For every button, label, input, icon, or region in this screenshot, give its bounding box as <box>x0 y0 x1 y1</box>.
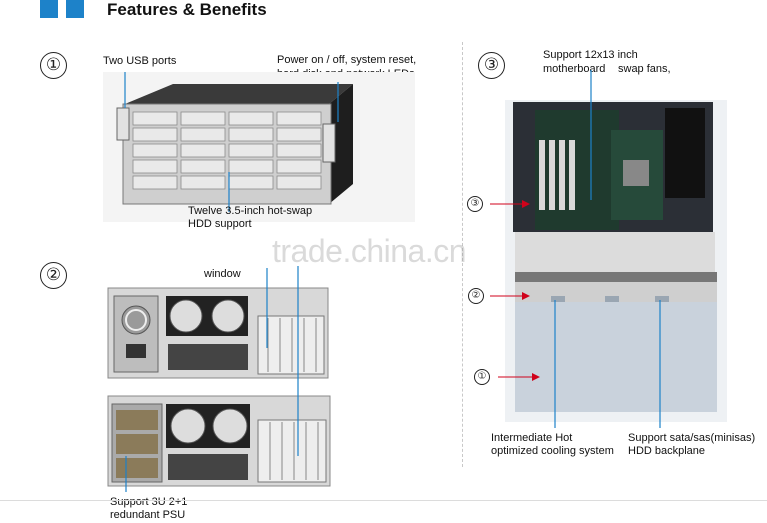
cooling-label-line1: Intermediate Hot <box>491 432 573 444</box>
arrow-3 <box>490 200 530 208</box>
marker-1: ① <box>474 369 490 385</box>
cooling-label-line2: optimized cooling system <box>491 445 614 457</box>
arrow-1 <box>498 373 540 381</box>
chassis-interior-image <box>505 70 727 428</box>
header-block-right <box>66 0 84 18</box>
hdd-label-line1: Twelve 3.5-inch hot-swap <box>188 205 313 217</box>
bottom-rule <box>0 500 767 501</box>
panel-2-number: ② <box>40 262 67 289</box>
backplane-label-line2: HDD backplane <box>628 445 706 457</box>
window-label: window <box>204 268 241 280</box>
panel-1-number: ① <box>40 52 67 79</box>
power-label-line1: Power on / off, system reset, <box>277 54 417 66</box>
psu-label-line1: Support 3U 2+1 <box>110 496 188 508</box>
chassis-rear-image-top <box>107 268 329 379</box>
psu-label-line2: redundant PSU <box>110 509 186 521</box>
fan-label: swap fans, <box>618 63 671 75</box>
marker-2: ② <box>468 288 484 304</box>
backplane-label-line1: Support sata/sas(minisas) <box>628 432 756 444</box>
hdd-label-line2: HDD support <box>188 218 252 230</box>
watermark: trade.china.cn <box>272 233 467 269</box>
motherboard-label-line2: motherboard <box>543 63 606 75</box>
chassis-front-image <box>103 72 415 222</box>
arrow-2 <box>490 292 530 300</box>
motherboard-label-line1: Support 12x13 inch <box>543 49 638 61</box>
usb-label: Two USB ports <box>103 55 177 67</box>
marker-3: ③ <box>467 196 483 212</box>
page-title: Features & Benefits <box>107 0 267 19</box>
panel-divider <box>462 42 463 467</box>
header-block-left <box>40 0 58 18</box>
chassis-rear-image-bottom <box>107 266 331 492</box>
panel-3-number: ③ <box>478 52 505 79</box>
